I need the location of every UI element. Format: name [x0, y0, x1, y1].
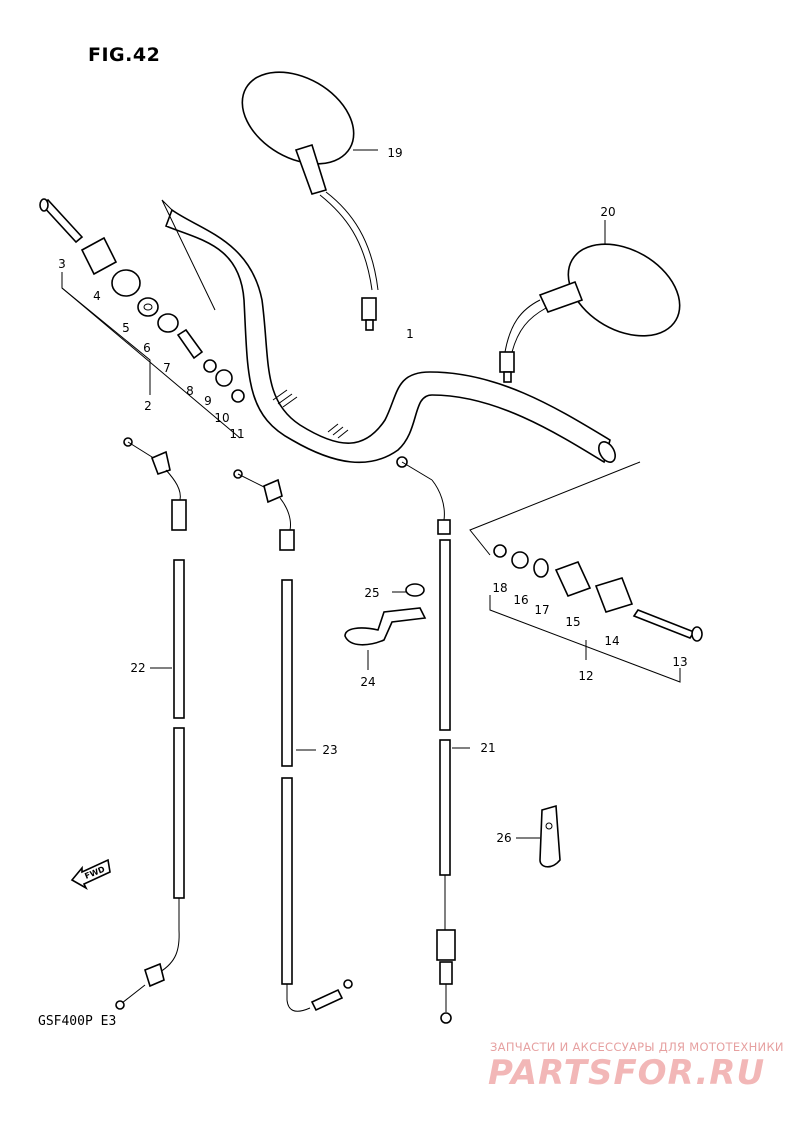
callout-26: 26 [496, 831, 511, 845]
callout-9: 9 [204, 394, 212, 408]
callout-3: 3 [58, 257, 66, 271]
callout-16: 16 [513, 593, 528, 607]
handlebar [161, 199, 616, 464]
throttle-cable-23 [233, 469, 353, 1012]
callout-14: 14 [604, 634, 619, 648]
callout-7: 7 [163, 361, 171, 375]
cable-clamp-26 [516, 804, 561, 868]
throttle-cable-22 [115, 437, 187, 1010]
callout-8: 8 [186, 384, 194, 398]
callout-19: 19 [387, 146, 402, 160]
callout-15: 15 [565, 615, 580, 629]
right-balancer-group [469, 461, 703, 683]
callout-6: 6 [143, 341, 151, 355]
cable-guide-24 [344, 583, 427, 670]
left-balancer-group [39, 198, 245, 439]
watermark-brand-logo: PARTSFOR.RU [488, 1053, 766, 1093]
callout-17: 17 [534, 603, 549, 617]
watermark-tagline: ЗАПЧАСТИ И АКСЕССУАРЫ ДЛЯ МОТОТЕХНИКИ [490, 1040, 784, 1054]
callout-25: 25 [364, 586, 379, 600]
fwd-arrow: FWD [70, 858, 111, 891]
callout-10: 10 [214, 411, 229, 425]
callout-12: 12 [578, 669, 593, 683]
model-code: GSF400P E3 [38, 1014, 117, 1029]
callout-21: 21 [480, 741, 495, 755]
callout-20: 20 [600, 205, 615, 219]
callout-5: 5 [122, 321, 130, 335]
clutch-cable-21 [396, 456, 470, 1024]
figure-title: FIG.42 [88, 44, 161, 66]
callout-2: 2 [144, 399, 152, 413]
callout-18: 18 [492, 581, 507, 595]
mirror-left [241, 71, 379, 331]
callout-22: 22 [130, 661, 145, 675]
callout-24: 24 [360, 675, 375, 689]
callout-4: 4 [93, 289, 101, 303]
callout-1: 1 [406, 327, 414, 341]
mirror-right [499, 220, 681, 383]
callout-11: 11 [229, 427, 244, 441]
callout-13: 13 [672, 655, 687, 669]
callout-23: 23 [322, 743, 337, 757]
